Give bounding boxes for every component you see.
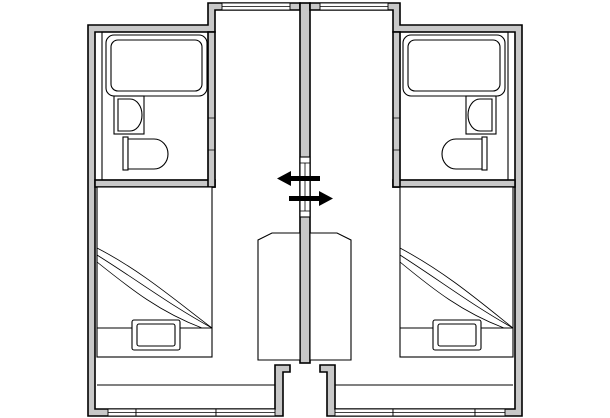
right-windows [319,2,506,417]
right-bath-wall-left [392,31,401,188]
right-outer-wall [309,2,523,417]
right-pillow [432,319,482,351]
right-washbasin [465,95,497,135]
left-toilet [122,136,169,171]
left-room [87,2,311,417]
left-washbasin [113,95,145,135]
right-aisle-cabinet [309,232,352,361]
right-bath-inner [399,31,509,181]
connecting-door [299,156,311,218]
left-pillow [131,319,181,351]
right-room [309,2,523,417]
arrow-right-icon [289,191,333,206]
left-bath-wall-right [207,31,216,188]
left-bath-wall-bottom [94,179,216,188]
right-bath-wall-bottom [392,179,516,188]
left-aisle-cabinet [257,232,301,361]
right-bathtub [402,34,506,97]
left-windows [107,2,291,417]
left-bed [96,186,213,358]
left-bath-inner [101,31,209,181]
arrow-left-icon [277,171,320,186]
right-bed [399,186,514,358]
left-bathtub [105,34,208,97]
right-toilet [441,136,488,171]
